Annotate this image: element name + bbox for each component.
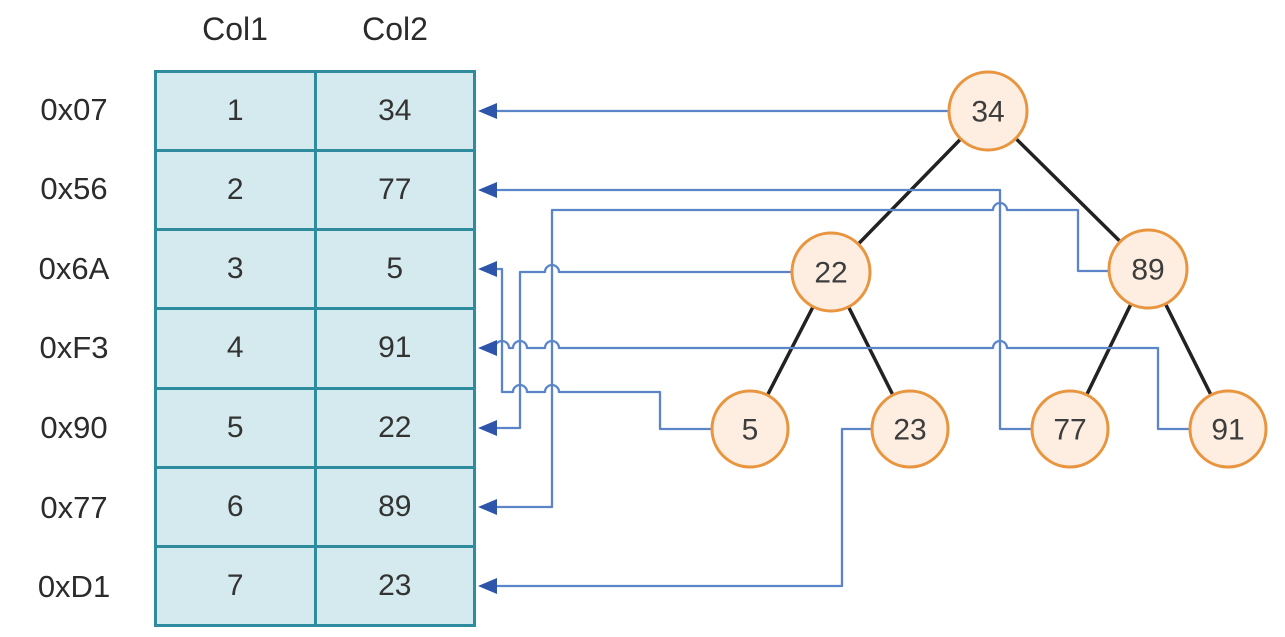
- node-circle: [1188, 389, 1268, 469]
- column-header-col2: Col2: [362, 11, 428, 47]
- table-cell: 5: [157, 389, 314, 466]
- arrowhead-row-0x56: [478, 182, 497, 198]
- node-value-label: 23: [893, 414, 926, 447]
- table-cell: 77: [316, 152, 473, 229]
- node-value-label: 77: [1053, 414, 1086, 447]
- connector-node91-to-row-0xF3: [493, 339, 1190, 431]
- table-cell: 91: [316, 310, 473, 387]
- arrowhead-row-0xD1: [478, 578, 497, 594]
- tree-nodes: 34 22 89 5 23 77: [710, 70, 1268, 469]
- node-value-label: 5: [742, 414, 759, 447]
- connector-node5-to-row-0x6A: [497, 267, 712, 431]
- table-cell: 2: [157, 152, 314, 229]
- arrowhead-row-0xF3: [478, 340, 497, 356]
- node-value-label: 22: [814, 257, 847, 290]
- tree-node-22: 22: [790, 231, 872, 313]
- row-address-label: 0x90: [40, 410, 108, 446]
- table-cell: 7: [157, 547, 314, 624]
- table-cell: 6: [157, 468, 314, 545]
- table-cell: 5: [316, 231, 473, 308]
- arrowhead-row-0x77: [478, 499, 497, 515]
- tree-node-23: 23: [870, 389, 950, 469]
- node-circle: [790, 231, 872, 313]
- row-address-label: 0x56: [40, 171, 108, 207]
- table-cell: 89: [316, 468, 473, 545]
- row-address-label: 0xF3: [39, 330, 109, 366]
- node-value-label: 89: [1131, 254, 1164, 287]
- table-cell: 34: [316, 73, 473, 150]
- connector-node89-to-row-0x77: [497, 201, 1109, 509]
- node-circle: [1030, 389, 1110, 469]
- arrowhead-row-0x07: [478, 103, 497, 119]
- table-cell: 4: [157, 310, 314, 387]
- node-value-label: 91: [1211, 414, 1244, 447]
- tree-node-89: 89: [1107, 228, 1189, 310]
- row-address-label: 0x77: [40, 489, 108, 525]
- pointer-connectors: [493, 109, 1190, 588]
- row-address-label: 0x6A: [38, 250, 110, 286]
- table-cell: 22: [316, 389, 473, 466]
- connector-node77-to-row-0x56: [497, 188, 1032, 431]
- arrowhead-row-0x6A: [478, 261, 497, 277]
- node-circle: [947, 70, 1029, 152]
- row-address-labels: 0x07 0x56 0x6A 0xF3 0x90 0x77 0xD1: [18, 70, 130, 627]
- connector-node23-to-row-0xD1: [497, 427, 872, 588]
- connector-arrowheads: [478, 103, 497, 594]
- arrowhead-row-0x90: [478, 420, 497, 436]
- connector-node22-to-row-0x90: [497, 263, 792, 430]
- node-circle: [1107, 228, 1189, 310]
- table-cell: 23: [316, 547, 473, 624]
- node-circle: [870, 389, 950, 469]
- table-cell: 3: [157, 231, 314, 308]
- tree-node-34: 34: [947, 70, 1029, 152]
- tree-node-91: 91: [1188, 389, 1268, 469]
- tree-node-77: 77: [1030, 389, 1110, 469]
- column-header-col1: Col1: [202, 11, 268, 47]
- node-circle: [710, 389, 790, 469]
- table-cell: 1: [157, 73, 314, 150]
- tree-node-5: 5: [710, 389, 790, 469]
- memory-table: 1 34 2 77 3 5 4 91 5 22 6 89 7 23: [154, 70, 476, 627]
- row-address-label: 0x07: [40, 91, 108, 127]
- node-value-label: 34: [971, 96, 1004, 129]
- row-address-label: 0xD1: [37, 569, 111, 605]
